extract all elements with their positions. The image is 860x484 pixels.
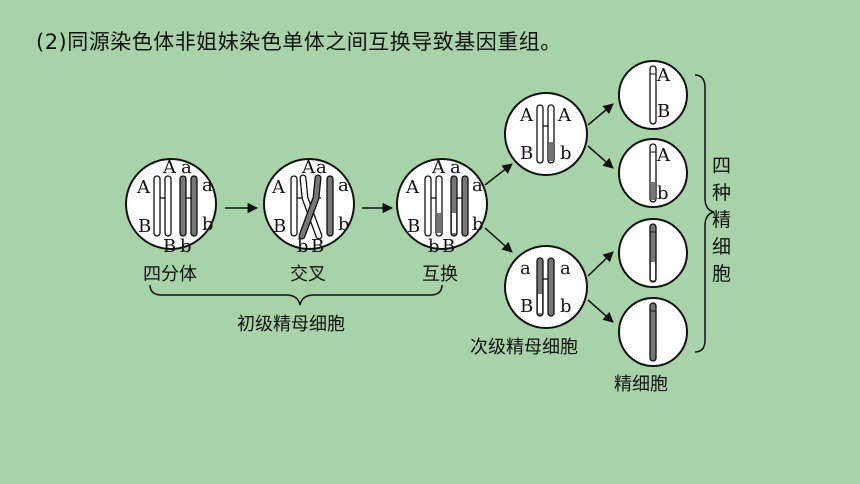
gene-label-a: a	[520, 258, 531, 279]
gene-label-b: b	[297, 236, 309, 257]
arrow	[587, 251, 614, 277]
label-primary-spermatocyte: 初级精母细胞	[237, 314, 345, 335]
gene-label-b: b	[338, 214, 350, 235]
chromosome-white-pair	[153, 175, 172, 237]
gene-label-B: B	[138, 216, 151, 237]
label-four-sperm-char: 四	[712, 155, 731, 177]
cell-crossing: A a A a B b b B	[263, 157, 355, 257]
gene-label-B: B	[311, 236, 324, 257]
gene-label-B: B	[163, 236, 176, 257]
gene-label-b: b	[560, 296, 572, 317]
cell-exchange: A a A a B b b B	[396, 157, 488, 257]
gene-label-A: A	[405, 177, 420, 198]
gene-label-a: a	[472, 175, 483, 196]
gene-label-A: A	[431, 157, 446, 178]
label-four-sperm-char: 种	[712, 182, 731, 204]
label-exchange: 互换	[422, 264, 458, 285]
gene-label-a: a	[560, 258, 571, 279]
arrow	[484, 227, 513, 253]
gene-label-B: B	[442, 236, 455, 257]
chromosome-grey-pair	[179, 175, 198, 237]
arrow	[484, 163, 513, 186]
gene-label-A: A	[656, 65, 671, 86]
heading-text: (2)同源染色体非姐妹染色单体之间互换导致基因重组。	[36, 30, 562, 54]
label-tetrad: 四分体	[143, 264, 197, 285]
gene-label-b: b	[472, 214, 484, 235]
cell-tetrad: A a A a B b B b	[125, 157, 217, 257]
gene-label-B: B	[273, 216, 286, 237]
gene-label-b: b	[428, 236, 440, 257]
arrow	[587, 145, 614, 169]
sperm-cell-1: A B	[618, 60, 688, 130]
label-four-sperm-char: 精	[712, 209, 731, 231]
gene-label-B: B	[407, 216, 420, 237]
sperm-cell-3	[618, 218, 688, 288]
label-sperm-cell: 精细胞	[614, 374, 668, 395]
gene-label-B: B	[520, 296, 533, 317]
brace-primary-spermatocyte	[149, 284, 443, 306]
gene-label-b: b	[202, 214, 214, 235]
brace-four-sperm	[694, 74, 715, 353]
gene-label-A: A	[557, 105, 572, 126]
gene-label-b: b	[560, 143, 572, 164]
cell-secondary-bottom: a a B b	[504, 245, 588, 329]
label-four-sperm-char: 胞	[712, 263, 731, 285]
gene-label-A: A	[519, 105, 534, 126]
gene-label-A: A	[162, 157, 177, 178]
gene-label-A: A	[301, 157, 316, 178]
gene-label-A: A	[136, 177, 151, 198]
gene-label-B: B	[520, 143, 533, 164]
gene-label-a: a	[450, 157, 461, 178]
gene-label-a: a	[181, 157, 192, 178]
gene-label-a: a	[316, 157, 327, 178]
gene-label-b: b	[657, 183, 669, 204]
label-secondary-spermatocyte: 次级精母细胞	[470, 337, 578, 358]
gene-label-b: b	[180, 236, 192, 257]
gene-label-a: a	[338, 175, 349, 196]
label-crossing: 交叉	[290, 264, 326, 285]
gene-label-A: A	[656, 145, 671, 166]
gene-label-A: A	[271, 177, 286, 198]
gene-label-a: a	[202, 175, 213, 196]
arrow	[587, 299, 614, 323]
label-four-sperm-char: 细	[712, 236, 731, 258]
cell-secondary-top: A A B b	[504, 92, 588, 176]
sperm-cell-4	[618, 297, 688, 367]
arrow	[587, 103, 614, 126]
sperm-cell-2: A b	[618, 138, 688, 208]
gene-label-B: B	[657, 101, 670, 122]
